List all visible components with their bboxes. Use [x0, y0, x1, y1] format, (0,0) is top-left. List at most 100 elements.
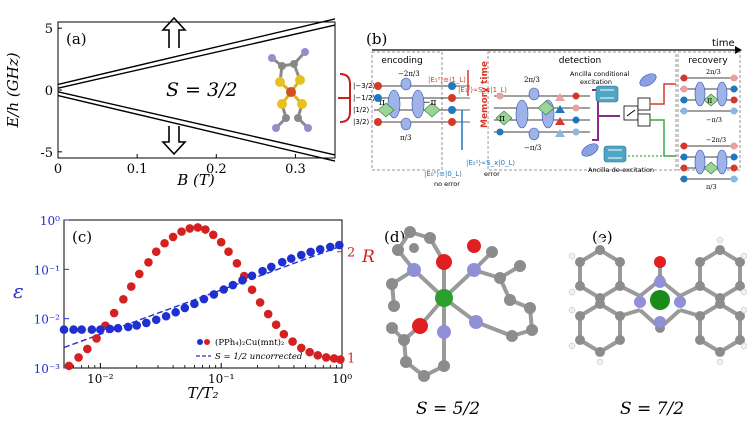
ancilla-deexcitation [603, 145, 627, 163]
down-arrow-icon [161, 126, 187, 156]
error-point [132, 321, 142, 330]
gate-pi: π [707, 96, 712, 105]
phase-label: −2π/3 [706, 136, 726, 144]
ratio-point [177, 227, 186, 236]
ratio-point [321, 353, 331, 362]
x-tick-label: 0.2 [206, 162, 227, 177]
recovery-markers [680, 74, 738, 183]
encoding-box [371, 51, 443, 171]
error-point [267, 262, 276, 272]
section-encoding: encoding [381, 56, 422, 66]
panel-e-spin-label: S = 7/2 [620, 399, 684, 419]
error-point [325, 242, 335, 252]
x-tick-label: 0.3 [285, 162, 306, 177]
encoding-pulses [377, 77, 441, 131]
legend-marker-blue [197, 339, 203, 345]
molecule-inset-a [268, 48, 312, 132]
y-left-tick-label: 10⁻² [34, 313, 61, 327]
ancilla-cond-label-1: Ancilla conditional [570, 70, 630, 78]
syndrome-bracket [592, 89, 620, 141]
error-point [77, 325, 86, 334]
energy-level-line [57, 24, 336, 89]
y-left-tick-label: 10⁻¹ [34, 263, 60, 277]
detection-box [487, 51, 677, 171]
ratio-point [126, 282, 136, 291]
memory-time-label: Memory time [480, 61, 490, 128]
panel-c-blue-points [59, 240, 344, 334]
ratio-point [336, 355, 345, 364]
ratio-point [92, 334, 101, 343]
ratio-point [305, 347, 314, 357]
e0s-label: |E₀¹⟩∝S_x|0_L⟩ [466, 159, 515, 167]
e1s-label: |E₁¹⟩∝S_x|1_L⟩ [458, 86, 507, 94]
panel-e-label: (e) [592, 228, 613, 246]
error-point [199, 294, 209, 304]
phase-label: π/3 [706, 183, 717, 191]
ancilla-cond-label-2: excitation [580, 78, 612, 86]
error-point [96, 325, 105, 334]
ratio-point [247, 285, 257, 295]
panel-b: (b) time encoding detection recovery |−3… [353, 30, 742, 191]
error-point [209, 290, 219, 299]
error-point [247, 271, 257, 281]
phase-label: 2π/3 [706, 68, 721, 76]
ratio-point [74, 353, 83, 362]
ratio-point [109, 308, 119, 318]
ratio-point [329, 354, 339, 363]
legend-item: (PPh₄)₂Cu(mnt)₂ [215, 337, 284, 348]
ancilla-deexc-label: Ancilla de-excitation [588, 166, 654, 174]
red-path [650, 83, 676, 105]
error-point [306, 247, 315, 257]
ratio-point [64, 361, 74, 371]
ratio-point [151, 247, 161, 257]
error-point [171, 307, 180, 317]
ratio-point [271, 320, 281, 329]
gate-minus-pi: −π [423, 98, 437, 108]
state-label: |3/2⟩ [353, 118, 370, 126]
x-tick-label: 0.1 [127, 162, 148, 177]
panel-c-ylabel-right: R [361, 247, 375, 267]
panel-a-label: (a) [66, 30, 87, 48]
state-label: |1/2⟩ [353, 106, 370, 114]
error-point [315, 244, 325, 254]
panel-d-label: (d) [384, 228, 405, 246]
section-recovery: recovery [688, 56, 728, 66]
ratio-point [119, 294, 128, 304]
molecule-d [386, 226, 538, 382]
pulse-icon [639, 73, 657, 87]
panel-a-ylabel: E/h (GHz) [4, 52, 22, 128]
phase-label: −2π/3 [398, 70, 420, 78]
panel-d: (d) [384, 226, 538, 419]
y-tick-label: 0 [45, 84, 53, 99]
phase-label: π/3 [400, 134, 411, 142]
error-point [87, 325, 97, 334]
panel-c-xlabel: T/T₂ [187, 384, 218, 402]
panel-c-frame [63, 219, 343, 369]
panel-d-spin-label: S = 5/2 [416, 399, 480, 419]
ratio-point [168, 232, 178, 242]
ratio-point [144, 257, 153, 267]
x-tick-label: 0 [54, 162, 62, 177]
ratio-point [160, 238, 169, 248]
error-point [151, 315, 161, 325]
ratio-point [313, 351, 323, 360]
ratio-point [216, 237, 226, 247]
error-point [59, 325, 69, 334]
state-label: |−3/2⟩ [353, 82, 375, 90]
up-arrow-icon [161, 16, 187, 48]
ratio-point [134, 269, 144, 279]
error-point [142, 318, 151, 328]
panel-b-label: (b) [366, 30, 387, 48]
green-path [650, 119, 676, 157]
ratio-point [232, 259, 242, 268]
section-detection: detection [559, 56, 602, 66]
error-point [286, 254, 296, 263]
x-tick-label: 10⁻¹ [208, 372, 234, 386]
ratio-point [255, 298, 265, 307]
molecule-e [568, 236, 747, 366]
error-point [238, 275, 247, 285]
